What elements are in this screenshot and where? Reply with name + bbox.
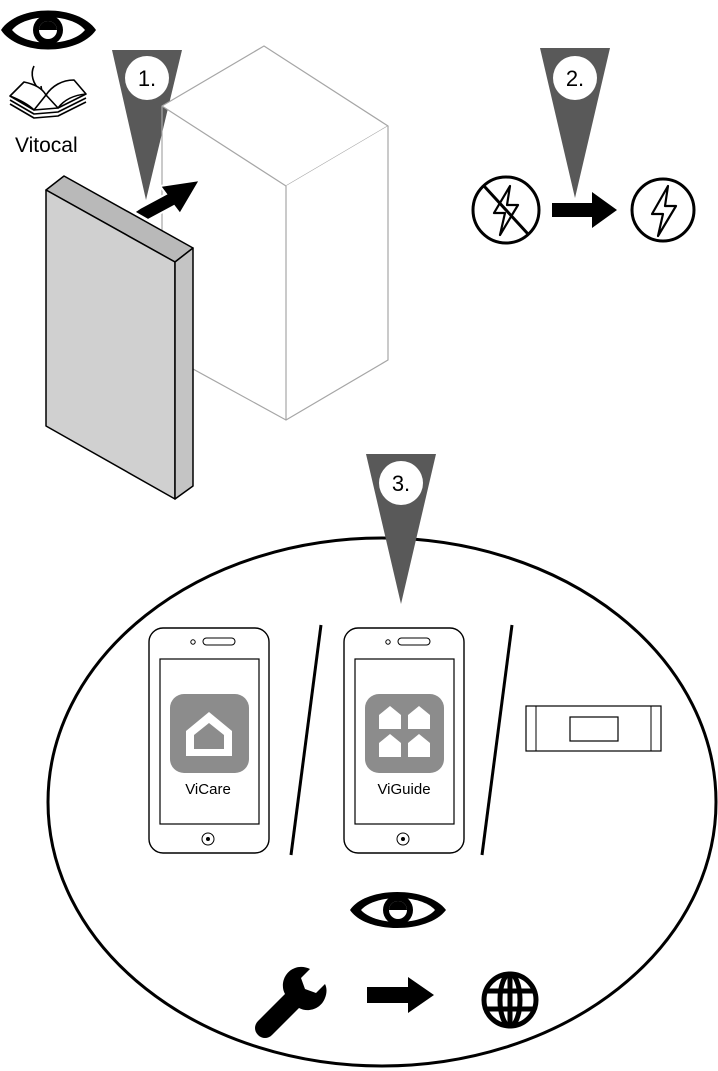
multi-home-icon [365, 694, 444, 773]
divider-slash-2 [480, 624, 514, 856]
arrow-right-icon-step-2 [552, 192, 617, 228]
step-3-label: 3. [392, 471, 410, 496]
step-1-marker: 1. [112, 50, 182, 200]
heat-pump-cabinet [161, 45, 389, 421]
controller-unit [525, 705, 662, 752]
phone-viguide: ViGuide [343, 627, 465, 854]
manual-book-icon [9, 65, 87, 119]
eye-icon-bottom [350, 892, 446, 928]
divider-slash-1 [289, 624, 323, 856]
viguide-label: ViGuide [377, 781, 430, 798]
front-panel [45, 175, 194, 500]
mount-arrow [132, 178, 202, 222]
power-off-icon [471, 175, 541, 245]
eye-icon-top [1, 10, 96, 50]
arrow-right-icon-step-3 [367, 977, 434, 1013]
step-2-label: 2. [566, 66, 584, 91]
vicare-label: ViCare [185, 781, 231, 798]
step-2-marker: 2. [540, 48, 610, 198]
manual-label: Vitocal [15, 134, 78, 157]
controller-display [569, 716, 619, 742]
phone-vicare: ViCare [148, 627, 270, 854]
globe-icon [481, 971, 539, 1029]
wrench-icon [255, 966, 327, 1038]
step-1-label: 1. [138, 66, 156, 91]
step-3-marker: 3. [366, 454, 436, 604]
power-on-icon [630, 177, 696, 243]
